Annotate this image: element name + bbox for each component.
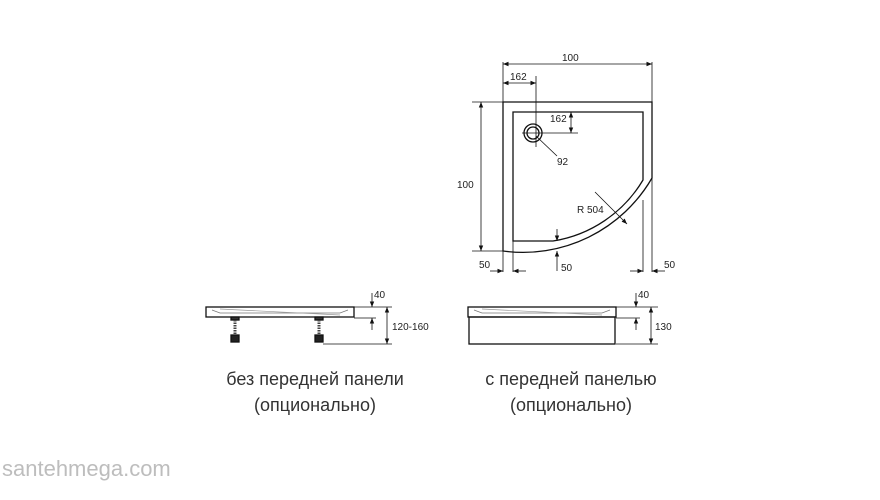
tray-outer-outline: [502, 101, 653, 254]
dim-rim-bottom: 50: [561, 263, 573, 274]
tray-inner-outline: [512, 111, 644, 242]
tray-body: [205, 306, 355, 318]
dim-rim-right: 50: [664, 260, 676, 271]
top-view: [472, 61, 665, 274]
dim-width: 100: [562, 53, 579, 64]
dim-drain-diameter: 92: [557, 157, 569, 168]
leg-right: [314, 316, 324, 343]
dim-height: 100: [457, 180, 474, 191]
dim-drain-x: 162: [510, 72, 527, 83]
caption-line1: с передней панелью: [485, 369, 657, 389]
dim-rim-height-legs: 40: [374, 290, 386, 301]
side-view-legs: [205, 293, 392, 345]
caption-line1: без передней панели: [226, 369, 404, 389]
caption-without-panel: без передней панели (опционально): [200, 366, 430, 418]
front-panel: [468, 316, 616, 345]
dim-drain-y: 162: [550, 114, 567, 125]
side-view-panel: [467, 293, 658, 345]
dim-total-height-legs: 120-160: [392, 322, 429, 333]
dim-total-height-panel: 130: [655, 322, 672, 333]
leg-left: [230, 316, 240, 343]
dim-rim-height-panel: 40: [638, 290, 650, 301]
dim-radius: R 504: [577, 205, 604, 216]
watermark: santehmega.com: [2, 456, 171, 481]
caption-line2: (опционально): [254, 395, 376, 415]
dim-rim-left: 50: [479, 260, 491, 271]
caption-line2: (опционально): [510, 395, 632, 415]
caption-with-panel: с передней панелью (опционально): [456, 366, 686, 418]
